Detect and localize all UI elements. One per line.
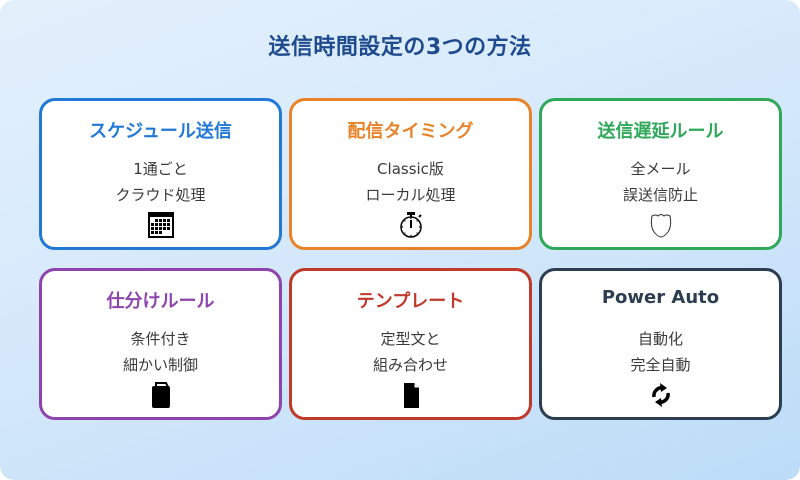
card-line: Classic版 bbox=[377, 160, 444, 178]
document-icon bbox=[396, 380, 426, 410]
card-title: テンプレート bbox=[356, 291, 465, 312]
page-title: 送信時間設定の3つの方法 bbox=[268, 35, 532, 60]
card-title: 送信遅延ルール bbox=[597, 121, 724, 142]
card-line: 組み合わせ bbox=[372, 356, 448, 374]
card-power-automate: Power Auto 自動化 完全自動 bbox=[539, 268, 782, 420]
card-schedule-send: スケジュール送信 1通ごと クラウド処理 bbox=[39, 98, 282, 250]
card-delay-rule: 送信遅延ルール 全メール 誤送信防止 bbox=[539, 98, 782, 250]
card-line: 1通ごと bbox=[133, 160, 188, 178]
card-title: Power Auto bbox=[601, 287, 720, 308]
calendar-icon bbox=[146, 210, 176, 240]
card-sorting-rules: 仕分けルール 条件付き 細かい制御 bbox=[39, 268, 282, 420]
card-title: スケジュール送信 bbox=[89, 121, 232, 142]
card-line: クラウド処理 bbox=[115, 186, 206, 204]
clipboard-icon bbox=[146, 380, 176, 410]
card-line: ローカル処理 bbox=[365, 186, 456, 204]
card-title: 配信タイミング bbox=[347, 121, 474, 142]
card-line: 完全自動 bbox=[630, 356, 691, 374]
sync-icon bbox=[646, 380, 676, 410]
shield-icon bbox=[646, 210, 676, 240]
card-line: 定型文と bbox=[380, 330, 441, 348]
card-line: 条件付き bbox=[130, 330, 191, 348]
stopwatch-icon bbox=[396, 210, 426, 240]
card-line: 誤送信防止 bbox=[622, 186, 698, 204]
card-title: 仕分けルール bbox=[106, 291, 215, 312]
card-template: テンプレート 定型文と 組み合わせ bbox=[289, 268, 532, 420]
card-line: 全メール bbox=[630, 160, 691, 178]
card-line: 自動化 bbox=[637, 330, 683, 348]
card-delivery-timing: 配信タイミング Classic版 ローカル処理 bbox=[289, 98, 532, 250]
card-line: 細かい制御 bbox=[122, 356, 198, 374]
